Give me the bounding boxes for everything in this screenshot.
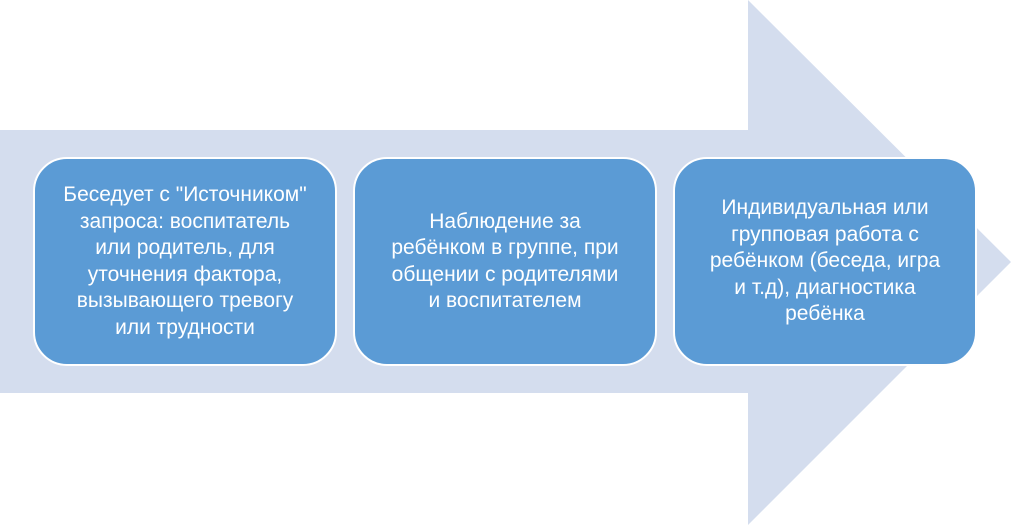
step-2-line: общении с родителями (391, 262, 619, 286)
step-1-line: или трудности (115, 315, 255, 339)
step-1-line: запроса: воспитатель (79, 209, 291, 233)
step-1-line: Беседует с "Источником" (63, 183, 307, 206)
step-1-text: Беседует с "Источником" запроса: воспита… (63, 182, 306, 341)
step-1-line: или родитель, для (95, 236, 275, 259)
step-3-text: Индивидуальная или групповая работа с ре… (710, 195, 940, 328)
step-1-line: вызывающего тревогу (76, 289, 294, 312)
step-box-1: Беседует с "Источником" запроса: воспита… (33, 157, 337, 366)
step-2-text: Наблюдение за ребёнком в группе, при общ… (391, 209, 618, 315)
step-1-line: уточнения фактора, (87, 262, 283, 286)
step-box-3: Индивидуальная или групповая работа с ре… (673, 157, 977, 366)
step-3-line: групповая работа с (731, 222, 919, 246)
step-2-line: и воспитателем (428, 289, 582, 312)
step-3-line: и т.д), диагностика (734, 275, 916, 299)
step-2-line: Наблюдение за (429, 209, 581, 233)
step-3-line: ребёнком (беседа, игра (709, 249, 941, 273)
step-3-line: ребёнка (785, 302, 865, 326)
step-2-line: ребёнком в группе, при (391, 236, 619, 259)
step-3-line: Индивидуальная или (721, 196, 929, 220)
step-box-2: Наблюдение за ребёнком в группе, при общ… (353, 157, 657, 366)
